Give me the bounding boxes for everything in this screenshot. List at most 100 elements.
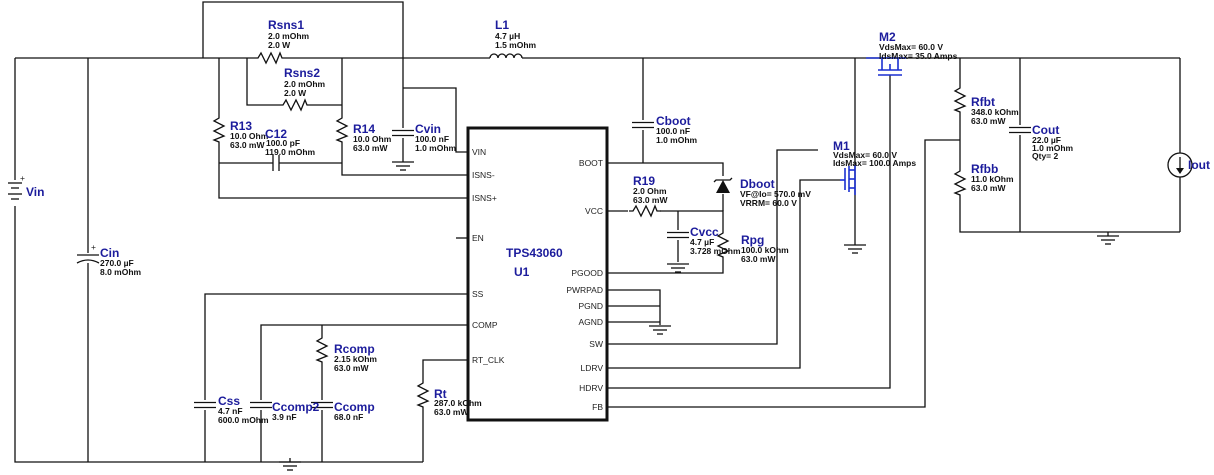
- pin-comp: COMP: [472, 320, 498, 330]
- pin-agnd: AGND: [578, 317, 603, 327]
- component-labels: Rsns1 2.0 mOhm 2.0 W Rsns2 2.0 mOhm 2.0 …: [26, 18, 1210, 425]
- rfbt-power: 63.0 mW: [971, 116, 1006, 126]
- cvcc-esr: 3.728 mOhm: [690, 246, 741, 256]
- ccomp-value: 68.0 nF: [334, 412, 363, 422]
- rsns1-power: 2.0 W: [268, 40, 291, 50]
- cboot-name: Cboot: [656, 114, 691, 128]
- ccomp-name: Ccomp: [334, 400, 375, 414]
- r19-power: 63.0 mW: [633, 195, 668, 205]
- cin-esr: 8.0 mOhm: [100, 267, 142, 277]
- pin-fb: FB: [592, 402, 603, 412]
- l1-resistance: 1.5 mOhm: [495, 40, 537, 50]
- r13-value: 10.0 Ohm: [230, 131, 269, 141]
- wires: [14, 1, 1181, 463]
- inductor-l1-symbol: [489, 53, 523, 59]
- m1-mosfet-symbol: [840, 165, 856, 195]
- rt-power: 63.0 mW: [434, 407, 469, 417]
- rfbb-power: 63.0 mW: [971, 183, 1006, 193]
- cin-name: Cin: [100, 246, 119, 260]
- pin-isns-minus: ISNS-: [472, 170, 495, 180]
- rfbt-value: 348.0 kOhm: [971, 107, 1019, 117]
- cout-name: Cout: [1032, 123, 1059, 137]
- cvin-value: 100.0 nF: [415, 134, 449, 144]
- css-esr: 600.0 mOhm: [218, 415, 269, 425]
- pin-rt-clk: RT_CLK: [472, 355, 505, 365]
- cout-value: 22.0 µF: [1032, 135, 1061, 145]
- ground-icon: [843, 244, 867, 254]
- pin-ss: SS: [472, 289, 484, 299]
- ccomp2-value: 3.9 nF: [272, 412, 297, 422]
- cout-esr: 1.0 mOhm: [1032, 143, 1074, 153]
- iout-name: Iout: [1188, 158, 1210, 172]
- m2-vdsmax: VdsMax= 60.0 V: [879, 42, 943, 52]
- rsns1-value: 2.0 mOhm: [268, 31, 310, 41]
- m2-mosfet-symbol: [866, 57, 906, 76]
- rsns2-power: 2.0 W: [284, 88, 307, 98]
- vin-name: Vin: [26, 185, 44, 199]
- r14-name: R14: [353, 122, 375, 136]
- r13-name: R13: [230, 119, 252, 133]
- rpg-name: Rpg: [741, 233, 764, 247]
- dboot-name: Dboot: [740, 177, 775, 191]
- css-name: Css: [218, 394, 240, 408]
- c12-name: C12: [265, 127, 287, 141]
- l1-value: 4.7 µH: [495, 31, 520, 41]
- rpg-value: 100.0 kOhm: [741, 245, 789, 255]
- cout-qty: Qty= 2: [1032, 151, 1058, 161]
- pin-pgnd: PGND: [578, 301, 603, 311]
- cin-value: 270.0 µF: [100, 258, 134, 268]
- pin-vin: VIN: [472, 147, 486, 157]
- m1-vdsmax: VdsMax= 60.0 V: [833, 150, 897, 160]
- r14-power: 63.0 mW: [353, 143, 388, 153]
- cvin-name: Cvin: [415, 122, 441, 136]
- ground-icon: [648, 325, 672, 335]
- rcomp-power: 63.0 mW: [334, 363, 369, 373]
- rfbt-name: Rfbt: [971, 95, 995, 109]
- rt-name: Rt: [434, 387, 447, 401]
- svg-text:+: +: [20, 173, 25, 183]
- cboot-esr: 1.0 mOhm: [656, 135, 698, 145]
- rpg-power: 63.0 mW: [741, 254, 776, 264]
- pin-hdrv: HDRV: [579, 383, 603, 393]
- pin-isns-plus: ISNS+: [472, 193, 497, 203]
- ground-icon: [391, 161, 415, 171]
- chip-ref-label: U1: [514, 265, 530, 279]
- pin-pwrpad: PWRPAD: [566, 285, 603, 295]
- rsns2-name: Rsns2: [284, 66, 320, 80]
- ground-icon: [278, 461, 302, 471]
- c12-esr: 119.0 mOhm: [265, 147, 316, 157]
- svg-text:+: +: [91, 242, 96, 252]
- pin-ldrv: LDRV: [580, 363, 603, 373]
- css-value: 4.7 nF: [218, 406, 243, 416]
- l1-name: L1: [495, 18, 509, 32]
- cvcc-name: Cvcc: [690, 225, 719, 239]
- rfbb-name: Rfbb: [971, 162, 998, 176]
- pin-en: EN: [472, 233, 484, 243]
- rcomp-name: Rcomp: [334, 342, 375, 356]
- pin-boot: BOOT: [579, 158, 603, 168]
- rsns1-name: Rsns1: [268, 18, 304, 32]
- iout-current-source-icon: [1167, 152, 1193, 178]
- r14-value: 10.0 Ohm: [353, 134, 392, 144]
- pin-pgood: PGOOD: [571, 268, 603, 278]
- vin-battery-symbol: +: [8, 173, 25, 206]
- tps43060-chip[interactable]: TPS43060 U1 VIN ISNS- ISNS+ EN SS COMP R…: [466, 126, 609, 422]
- m2-name: M2: [879, 30, 896, 44]
- c12-symbol: [272, 155, 280, 171]
- chip-part-label: TPS43060: [506, 246, 563, 260]
- cvin-esr: 1.0 mOhm: [415, 143, 457, 153]
- pin-sw: SW: [589, 339, 603, 349]
- c12-value: 100.0 pF: [266, 138, 300, 148]
- m1-name: M1: [833, 139, 850, 153]
- cboot-value: 100.0 nF: [656, 126, 690, 136]
- r19-name: R19: [633, 174, 655, 188]
- ground-icon: [1096, 235, 1120, 245]
- ccomp2-name: Ccomp2: [272, 400, 320, 414]
- cin-symbol: +: [76, 242, 100, 264]
- dboot-vrrm: VRRM= 60.0 V: [740, 198, 797, 208]
- r13-power: 63.0 mW: [230, 140, 265, 150]
- m2-idsmax: IdsMax= 35.0 Amps: [879, 51, 958, 61]
- dboot-vf: VF@Io= 570.0 mV: [740, 189, 811, 199]
- cvcc-value: 4.7 µF: [690, 237, 714, 247]
